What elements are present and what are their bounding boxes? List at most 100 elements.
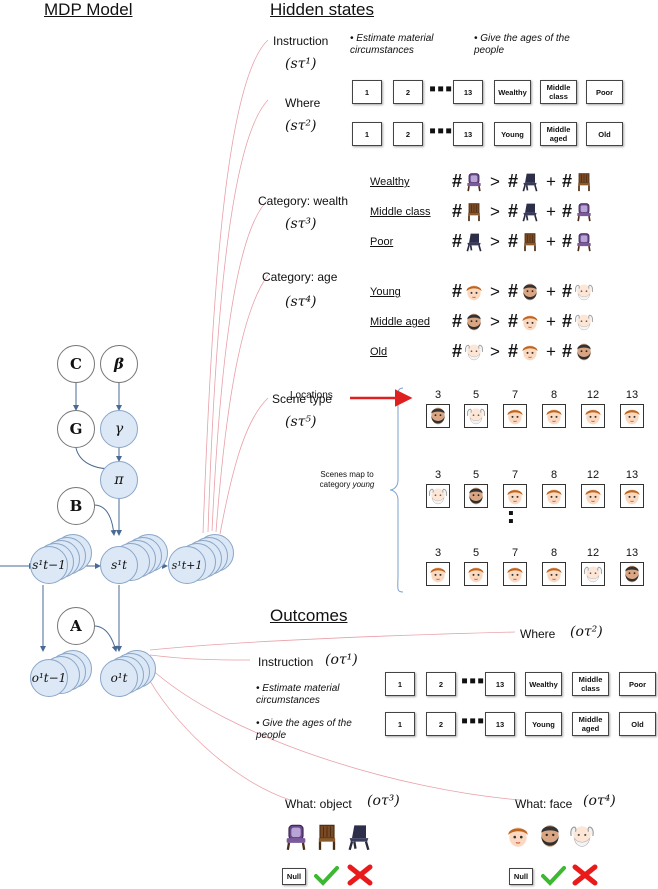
scene-cell bbox=[542, 562, 566, 586]
age-symbol: (sτ⁴) bbox=[285, 294, 317, 310]
hash-symbol: # bbox=[508, 201, 519, 221]
young-icon bbox=[522, 315, 538, 331]
greater-than: > bbox=[490, 342, 500, 361]
greater-than: > bbox=[490, 202, 500, 221]
outcome-bullet-2: • Give the ages of the people bbox=[256, 718, 352, 741]
hash-symbol: # bbox=[562, 201, 573, 221]
what-object-symbol: (oτ³) bbox=[367, 793, 400, 809]
ellipsis: ▪▪▪ bbox=[461, 710, 486, 732]
o-row1-box: Middle class bbox=[572, 672, 609, 696]
greater-than: > bbox=[490, 312, 500, 331]
object-cross-icon bbox=[347, 864, 373, 886]
hash-symbol: # bbox=[508, 231, 519, 251]
scene-cell bbox=[620, 484, 644, 508]
plus-sign: + bbox=[546, 172, 556, 191]
o-row2-box: Young bbox=[525, 712, 562, 736]
hidden-states-title: Hidden states bbox=[270, 0, 374, 19]
location-number: 3 bbox=[434, 389, 442, 401]
hash-symbol: # bbox=[452, 231, 463, 251]
old-face-icon bbox=[466, 408, 486, 425]
young-icon bbox=[466, 285, 482, 301]
scene-cell bbox=[542, 484, 566, 508]
old-face-icon bbox=[583, 566, 603, 583]
face-cross-icon bbox=[572, 864, 598, 886]
o-row2-box: 2 bbox=[426, 712, 456, 736]
greater-than: > bbox=[490, 282, 500, 301]
location-number: 7 bbox=[511, 469, 519, 481]
plus-sign: + bbox=[546, 282, 556, 301]
old-face-icon bbox=[570, 826, 594, 847]
location-number: 13 bbox=[625, 389, 639, 401]
node-G: G bbox=[57, 410, 95, 448]
poor-chair-icon bbox=[348, 825, 370, 851]
node-A: A bbox=[57, 607, 95, 645]
young-face-icon bbox=[585, 489, 601, 505]
outcomes-title: Outcomes bbox=[270, 606, 348, 625]
outcome-bullet-1: • Estimate material circumstances bbox=[256, 683, 340, 706]
h-row1-box: 2 bbox=[393, 80, 423, 104]
scene-cell bbox=[620, 404, 644, 428]
hidden-bullet-2: • Give the ages of the people bbox=[474, 33, 570, 56]
scenes-map-text: Scenes map to category bbox=[319, 470, 374, 489]
chairW-icon bbox=[467, 173, 481, 192]
chairP-icon bbox=[522, 173, 538, 192]
chairM-icon bbox=[578, 173, 590, 192]
hash-symbol: # bbox=[562, 281, 573, 301]
what-face-label: What: face bbox=[515, 797, 573, 811]
object-check-icon bbox=[314, 866, 339, 886]
young-face-icon bbox=[508, 827, 528, 847]
hash-symbol: # bbox=[508, 341, 519, 361]
location-number: 5 bbox=[472, 389, 480, 401]
hash-symbol: # bbox=[452, 311, 463, 331]
outcome-instruction-label: Instruction bbox=[258, 655, 314, 669]
face-check-icon bbox=[541, 866, 566, 886]
scene-cell bbox=[620, 562, 644, 586]
young-face-icon bbox=[585, 409, 601, 425]
h-row1-box: Poor bbox=[586, 80, 623, 104]
location-number: 12 bbox=[586, 547, 600, 559]
middle-icon bbox=[467, 313, 481, 331]
outcome-where-symbol: (oτ²) bbox=[570, 624, 603, 640]
hash-symbol: # bbox=[452, 171, 463, 191]
chairM-icon bbox=[468, 203, 480, 222]
h-row2-box: Middle aged bbox=[540, 122, 577, 146]
location-number: 5 bbox=[472, 547, 480, 559]
scene-cell bbox=[581, 404, 605, 428]
hash-symbol: # bbox=[452, 341, 463, 361]
young-face-icon bbox=[468, 567, 484, 583]
middle-icon bbox=[523, 283, 537, 301]
node-o-prev: o¹t−1 bbox=[30, 659, 68, 697]
o-row1-box: 2 bbox=[426, 672, 456, 696]
young-face-icon bbox=[546, 489, 562, 505]
ellipsis: ▪▪▪ bbox=[461, 670, 486, 692]
hash-symbol: # bbox=[562, 231, 573, 251]
node-B: B bbox=[57, 487, 95, 525]
middle-face-icon bbox=[625, 565, 639, 583]
h-row1-box: Middle class bbox=[540, 80, 577, 104]
o-row2-box: Middle aged bbox=[572, 712, 609, 736]
young-face-icon bbox=[624, 409, 640, 425]
outcome-where-label: Where bbox=[520, 627, 556, 641]
where-symbol: (sτ²) bbox=[285, 118, 317, 134]
middle-face-icon bbox=[431, 407, 445, 425]
node-s-next: s¹t+1 bbox=[168, 546, 206, 584]
age-row-label: Young bbox=[370, 286, 401, 298]
wealthy-chair-icon bbox=[286, 824, 306, 851]
location-number: 13 bbox=[625, 547, 639, 559]
young-face-icon bbox=[507, 489, 523, 505]
age-label: Category: age bbox=[262, 270, 338, 284]
what-face-symbol: (oτ⁴) bbox=[583, 793, 616, 809]
plus-sign: + bbox=[546, 232, 556, 251]
location-number: 8 bbox=[550, 547, 558, 559]
middle-chair-icon bbox=[318, 824, 336, 850]
o-row1-box: Poor bbox=[619, 672, 656, 696]
scene-cell bbox=[503, 562, 527, 586]
h-row2-box: Young bbox=[494, 122, 531, 146]
hash-symbol: # bbox=[508, 281, 519, 301]
locations-label: Locations bbox=[290, 390, 333, 401]
h-row2-box: 1 bbox=[352, 122, 382, 146]
location-number: 12 bbox=[586, 469, 600, 481]
old-icon bbox=[574, 314, 594, 331]
h-row2-box: 2 bbox=[393, 122, 423, 146]
wealth-row-label: Poor bbox=[370, 236, 394, 248]
